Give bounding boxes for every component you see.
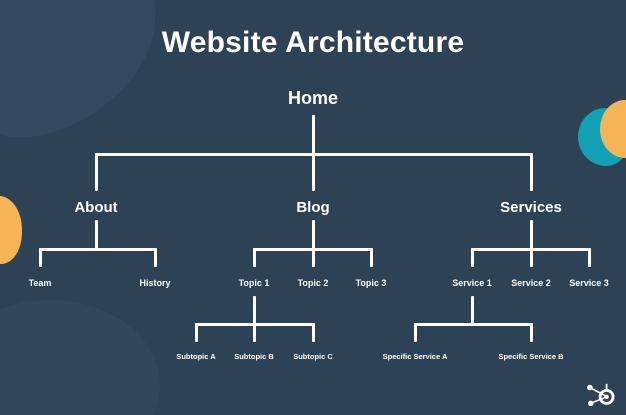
node-service-1[interactable]: Service 1 (452, 278, 492, 288)
decorative-blob-right-orange (600, 100, 626, 158)
node-subtopic-a[interactable]: Subtopic A (176, 352, 216, 361)
connector-topic3-drop (370, 248, 373, 267)
connector-topic1-drop (253, 248, 256, 267)
connector-topic2-drop (312, 248, 315, 267)
connector-about-stem (95, 220, 98, 250)
node-history[interactable]: History (139, 278, 171, 288)
decorative-blob-right-teal (578, 108, 626, 166)
hubspot-logo (587, 383, 615, 407)
node-blog[interactable]: Blog (296, 199, 330, 216)
connector-service3-drop (588, 248, 591, 267)
node-subtopic-c[interactable]: Subtopic C (293, 352, 333, 361)
connector-about-drop (95, 153, 98, 191)
node-home[interactable]: Home (287, 88, 339, 108)
node-service-2[interactable]: Service 2 (511, 278, 551, 288)
node-team[interactable]: Team (28, 278, 52, 288)
connector-subtopicb-drop (253, 323, 256, 342)
node-subtopic-b[interactable]: Subtopic B (234, 352, 274, 361)
node-service-3[interactable]: Service 3 (569, 278, 609, 288)
decorative-blob-bottom-left (0, 300, 160, 415)
decorative-blob-left-orange (0, 196, 22, 264)
connector-services-drop (530, 153, 533, 191)
connector-service1-drop (471, 248, 474, 267)
connector-team-drop (39, 248, 42, 267)
decorative-blob-top-left (0, 0, 184, 161)
connector-about-bus (39, 248, 157, 251)
node-specific-service-b[interactable]: Specific Service B (498, 352, 564, 361)
node-about[interactable]: About (74, 199, 118, 216)
connector-blog-drop (312, 153, 315, 191)
connector-specific-bus (414, 323, 532, 326)
node-services[interactable]: Services (500, 199, 562, 216)
connector-services-stem (530, 220, 533, 250)
node-topic-3[interactable]: Topic 3 (355, 278, 387, 288)
node-specific-service-a[interactable]: Specific Service A (382, 352, 448, 361)
node-topic-2[interactable]: Topic 2 (297, 278, 329, 288)
node-topic-1[interactable]: Topic 1 (238, 278, 270, 288)
connector-history-drop (154, 248, 157, 267)
connector-service1-stem (471, 296, 474, 325)
connector-subtopica-drop (195, 323, 198, 342)
connector-topic1-stem (253, 296, 256, 325)
connector-subtopicc-drop (312, 323, 315, 342)
connector-blog-stem (312, 220, 315, 250)
connector-home-stem (312, 115, 315, 156)
page-title: Website Architecture (161, 26, 465, 59)
connector-specificb-drop (530, 323, 533, 342)
connector-service2-drop (530, 248, 533, 267)
connector-specifica-drop (414, 323, 417, 342)
